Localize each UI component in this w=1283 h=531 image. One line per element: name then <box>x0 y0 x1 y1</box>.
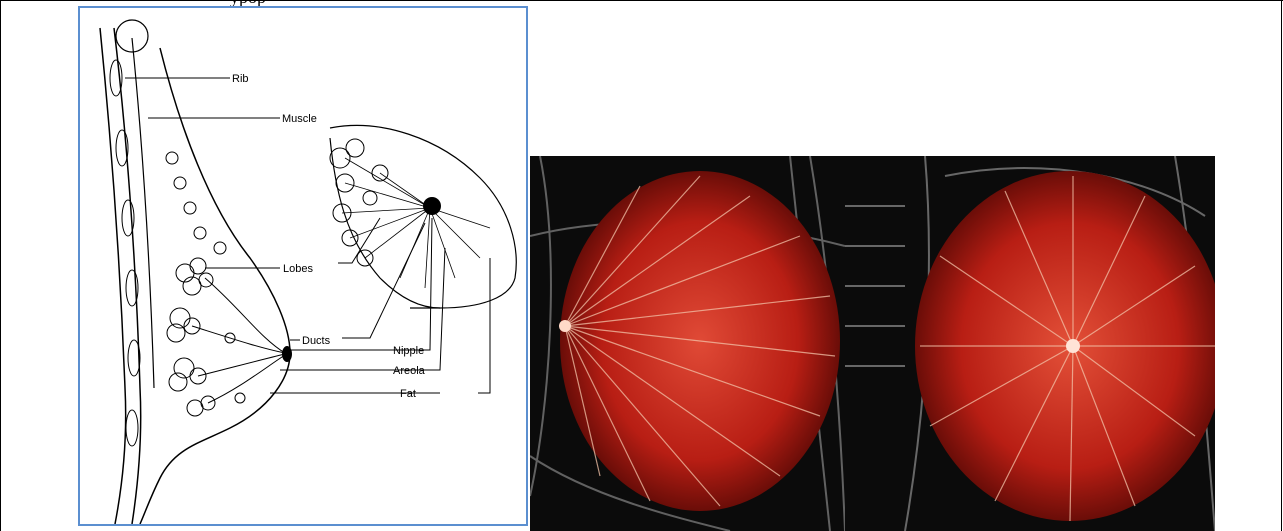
table-border-left <box>0 0 1 531</box>
table-border-right <box>1281 0 1282 531</box>
label-fat: Fat <box>400 388 416 400</box>
anatomy-drawing: Rib Muscle Lobes Ducts Nipple Areola Fat <box>80 8 526 524</box>
label-rib: Rib <box>232 73 249 85</box>
lobe-render-front-image <box>845 156 1215 531</box>
label-nipple: Nipple <box>393 345 424 357</box>
lobe-render-side-view <box>530 156 845 531</box>
lobe-render-side-image <box>530 156 845 531</box>
lobe-render-front-view <box>845 156 1215 531</box>
label-muscle: Muscle <box>282 113 317 125</box>
label-areola: Areola <box>393 365 426 377</box>
breast-anatomy-diagram: Rib Muscle Lobes Ducts Nipple Areola Fat <box>78 6 528 526</box>
label-ducts: Ducts <box>302 335 331 347</box>
label-lobes: Lobes <box>283 263 313 275</box>
